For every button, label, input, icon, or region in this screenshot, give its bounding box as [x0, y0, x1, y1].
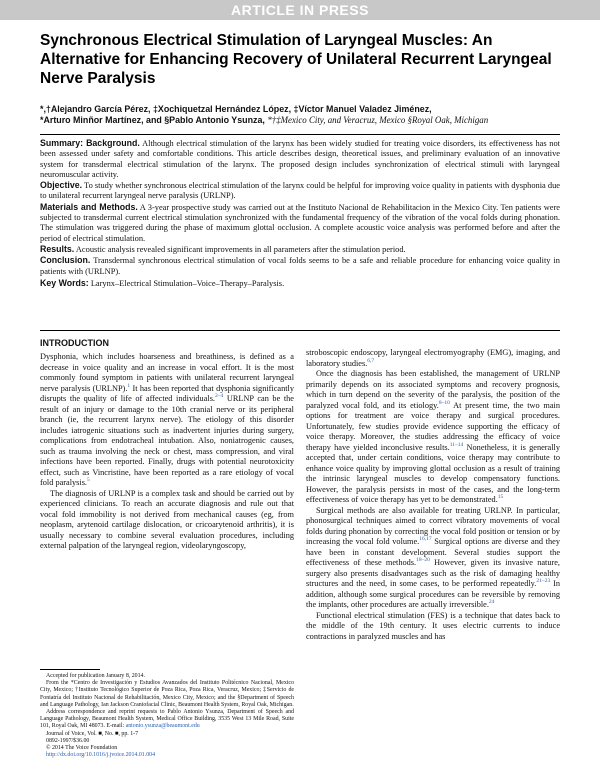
- citation-link[interactable]: 1: [127, 382, 131, 389]
- article-title: Synchronous Electrical Stimulation of La…: [40, 32, 552, 87]
- results-text: Acoustic analysis revealed significant i…: [74, 244, 406, 254]
- abstract-methods: Materials and Methods. A 3-year prospect…: [40, 202, 560, 244]
- citation-link[interactable]: 16,17: [419, 536, 432, 543]
- right-column: stroboscopic endoscopy, laryngeal electr…: [306, 348, 560, 642]
- citation-link[interactable]: 8–10: [438, 399, 450, 406]
- right-p2-text-b: Surgical options are diverse and they ha…: [306, 537, 560, 567]
- intro-p1-text-a: Dysphonia, which includes hoarseness and…: [40, 352, 294, 393]
- keywords-label: Key Words:: [40, 277, 89, 288]
- conclusion-text: Transdermal synchronous electrical stimu…: [40, 256, 560, 276]
- intro-paragraph-2: The diagnosis of URLNP is a complex task…: [40, 488, 294, 551]
- right-p1-text-c: Nonetheless, it is generally accepted th…: [306, 442, 560, 505]
- right-paragraph-3: Functional electrical stimulation (FES) …: [306, 610, 560, 641]
- author-line-1: *,†Alejandro García Pérez, ‡Xochiquetzal…: [40, 104, 432, 114]
- citation-link[interactable]: 15: [497, 494, 504, 501]
- right-paragraph-1: Once the diagnosis has been established,…: [306, 369, 560, 506]
- right-p1-text-b: At present time, the two main options fo…: [306, 400, 560, 452]
- results-label: Results.: [40, 243, 75, 254]
- objective-text: To study whether synchronous electrical …: [40, 181, 560, 201]
- author-line-2: *Arturo Minñor Martínez, and §Pablo Anto…: [40, 115, 580, 126]
- footnote-affiliations: From the *Centro de Investigación y Estu…: [40, 680, 294, 708]
- abstract-keywords: Key Words: Larynx–Electrical Stimulation…: [40, 278, 560, 289]
- keywords-text: Larynx–Electrical Stimulation–Voice–Ther…: [88, 278, 285, 288]
- summary-text: Although electrical stimulation of the l…: [40, 139, 561, 179]
- abstract-conclusion: Conclusion. Transdermal synchronous elec…: [40, 255, 560, 277]
- journal-copyright: © 2014 The Voice Foundation: [46, 745, 118, 752]
- abstract-summary: Summary: Background. Although electrical…: [40, 138, 560, 180]
- citation-link[interactable]: 5: [87, 477, 90, 484]
- right-p2-text-c: However, given its invasive nature, surg…: [306, 558, 560, 588]
- citation-link[interactable]: 2–4: [215, 393, 224, 400]
- citation-link[interactable]: 6,7: [367, 357, 375, 364]
- article-in-press-banner: ARTICLE IN PRESS: [0, 0, 600, 20]
- right-p2-text-a: Surgical methods are also available for …: [306, 505, 560, 547]
- footnote-accepted: Accepted for publication January 8, 2014…: [46, 673, 145, 679]
- footnote-address: Address correspondence and reprint reque…: [40, 709, 294, 731]
- citation-link[interactable]: 21–23: [536, 578, 551, 585]
- introduction-heading: INTRODUCTION: [40, 338, 109, 348]
- abstract-results: Results. Acoustic analysis revealed sign…: [40, 244, 560, 255]
- right-paragraph-2: Surgical methods are also available for …: [306, 506, 560, 611]
- methods-label: Materials and Methods.: [40, 201, 138, 212]
- intro-paragraph-1: Dysphonia, which includes hoarseness and…: [40, 352, 294, 489]
- left-column: INTRODUCTION Dysphonia, which includes h…: [40, 338, 294, 552]
- author-affiliations: *†‡Mexico City, and Veracruz, Mexico §Ro…: [267, 115, 489, 125]
- journal-issn: 0892-1997/$36.00: [46, 737, 90, 744]
- email-link[interactable]: antonio.ysunza@beaumont.edu: [125, 723, 200, 730]
- footnote-rule: [40, 669, 100, 670]
- citation-link[interactable]: 18–20: [416, 557, 430, 564]
- conclusion-label: Conclusion.: [40, 255, 91, 266]
- right-p2-text-d: In addition, although some surgical proc…: [306, 579, 560, 609]
- doi-link[interactable]: http://dx.doi.org/10.1016/j.jvoice.2014.…: [46, 752, 156, 759]
- author-names-2: *Arturo Minñor Martínez, and §Pablo Anto…: [40, 115, 265, 125]
- abstract-top-rule: [40, 134, 560, 135]
- abstract-bottom-rule: [40, 330, 560, 331]
- objective-label: Objective.: [40, 180, 83, 191]
- journal-citation: Journal of Voice, Vol. ■, No. ■, pp. 1-7: [46, 730, 139, 737]
- right-paragraph-0: stroboscopic endoscopy, laryngeal electr…: [306, 348, 560, 369]
- footnote-address-text: Address correspondence and reprint reque…: [40, 709, 294, 730]
- abstract-objective: Objective. To study whether synchronous …: [40, 180, 560, 202]
- citation-link[interactable]: 11–14: [449, 441, 464, 448]
- intro-p1-text-c: URLNP can be the result of an injury or …: [40, 394, 294, 487]
- right-p1-text-a: Once the diagnosis has been established,…: [306, 369, 560, 410]
- right-p0-text: stroboscopic endoscopy, laryngeal electr…: [306, 348, 560, 368]
- author-block: *,†Alejandro García Pérez, ‡Xochiquetzal…: [40, 104, 580, 126]
- abstract: Summary: Background. Although electrical…: [40, 138, 560, 289]
- footnotes: Accepted for publication January 8, 2014…: [40, 669, 294, 759]
- citation-link[interactable]: 24: [488, 599, 495, 606]
- summary-label: Summary: Background.: [40, 138, 140, 148]
- methods-text: A 3-year prospective study was carried o…: [40, 202, 560, 243]
- intro-p1-text-b: It has been reported that dysphonia sign…: [40, 383, 294, 404]
